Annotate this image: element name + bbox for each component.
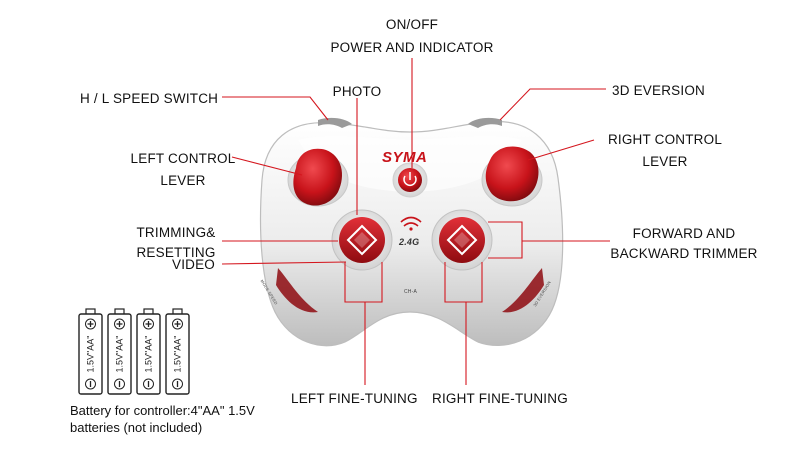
label-right-control-lever-line2: LEVER — [642, 154, 688, 169]
battery-cell: 1.5V"AA" — [165, 308, 190, 395]
label-left-control-lever-line2: LEVER — [160, 173, 206, 188]
label-video: VIDEO — [172, 257, 216, 272]
battery-cell-label: 1.5V"AA" — [115, 336, 125, 373]
controller-brand-logo: SYMA — [382, 149, 428, 166]
right-control-lever[interactable] — [481, 146, 543, 207]
label-on-off: ON/OFF — [385, 17, 439, 32]
label-forward-backward-line2: BACKWARD TRIMMER — [610, 246, 758, 261]
battery-note-line2: batteries (not included) — [70, 420, 203, 435]
label-hl-speed-switch: H / L SPEED SWITCH — [80, 91, 219, 106]
battery-note-line1: Battery for controller:4"AA" 1.5V — [70, 403, 255, 418]
left-control-lever[interactable] — [287, 148, 349, 207]
label-right-control-lever-line1: RIGHT CONTROL — [607, 132, 723, 147]
right-trim-pad[interactable] — [431, 209, 493, 271]
battery-note: Battery for controller:4"AA" 1.5V batter… — [70, 402, 255, 436]
label-right-control-lever: RIGHT CONTROL LEVER — [600, 129, 730, 173]
battery-cell-label: 1.5V"AA" — [144, 336, 154, 373]
left-trim-pad[interactable] — [331, 209, 393, 271]
battery-cell-label: 1.5V"AA" — [86, 336, 96, 373]
label-photo: PHOTO — [332, 84, 382, 99]
battery-cell: 1.5V"AA" — [107, 308, 132, 395]
label-trimming-line1: TRIMMING& — [136, 225, 216, 240]
label-forward-backward-line1: FORWARD AND — [632, 226, 736, 241]
label-right-fine-tuning: RIGHT FINE-TUNING — [432, 391, 568, 406]
label-forward-backward-trimmer: FORWARD AND BACKWARD TRIMMER — [604, 224, 764, 264]
mode-mark: CH-A — [404, 289, 418, 295]
label-left-control-lever: LEFT CONTROL LEVER — [128, 148, 238, 192]
band-label: 2.4G — [399, 237, 420, 247]
battery-cell-label: 1.5V"AA" — [173, 336, 183, 373]
battery-illustration: 1.5V"AA" 1.5V"AA" 1.5V"AA" 1.5V"AA" — [78, 308, 190, 395]
label-trimming-line2: RESETTING — [136, 245, 216, 260]
label-left-fine-tuning: LEFT FINE-TUNING — [291, 391, 418, 406]
label-left-control-lever-line1: LEFT CONTROL — [130, 151, 236, 166]
label-3d-eversion: 3D EVERSION — [612, 83, 705, 98]
leader-lines — [221, 58, 610, 385]
battery-cell: 1.5V"AA" — [78, 308, 103, 395]
label-trimming-resetting: TRIMMING& RESETTING — [124, 223, 228, 263]
label-power-indicator: POWER AND INDICATOR — [330, 40, 494, 55]
power-button[interactable] — [392, 162, 428, 198]
battery-cell: 1.5V"AA" — [136, 308, 161, 395]
wireless-icon — [400, 216, 422, 231]
